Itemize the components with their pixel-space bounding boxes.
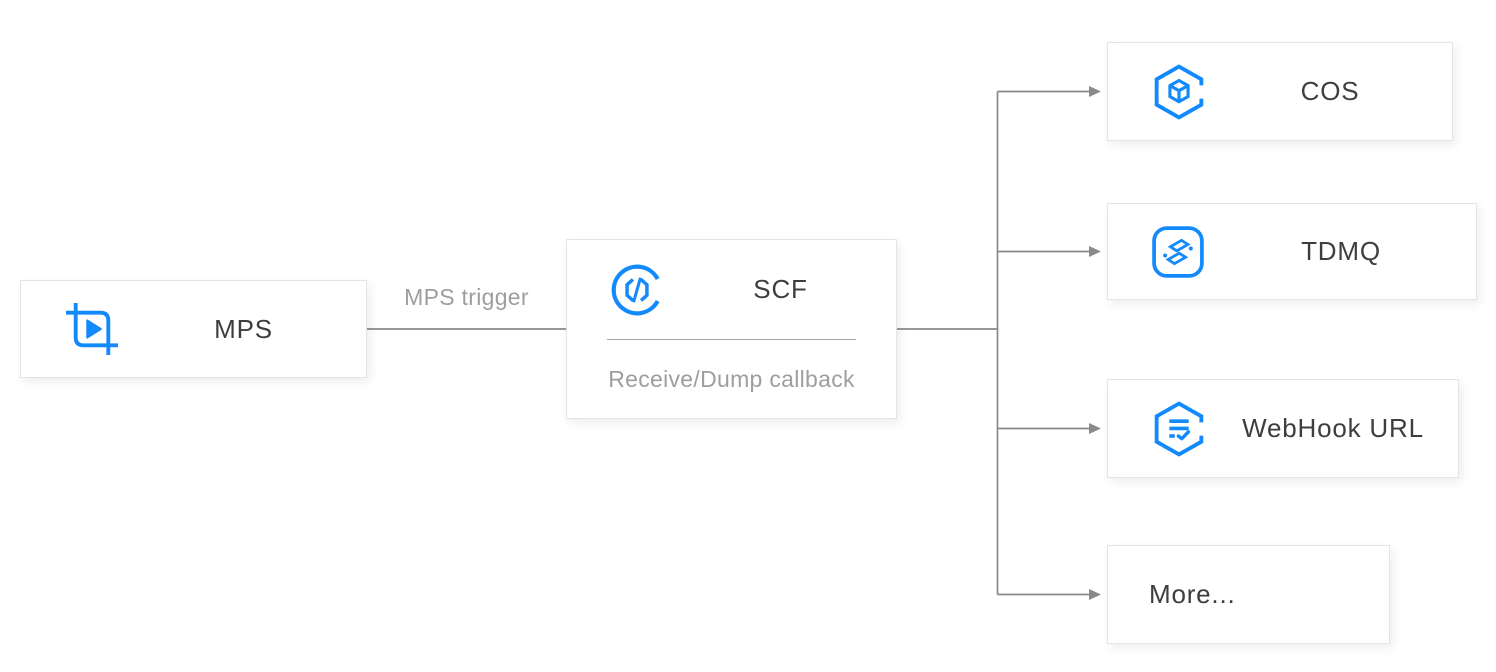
arrowhead-more [1089,589,1101,600]
node-mps: MPS [20,280,367,378]
node-scf-row: SCF [567,240,896,339]
node-more-label: More... [1149,579,1236,609]
node-scf: SCF Receive/Dump callback [566,239,897,419]
node-scf-sublabel: Receive/Dump callback [608,365,855,392]
node-webhook-row: WebHook URL [1108,399,1458,459]
arrowhead-tdmq [1089,246,1101,257]
node-more: More... [1107,545,1390,644]
node-scf-label: SCF [753,274,808,304]
node-tdmq-row: TDMQ [1108,223,1476,281]
mps-icon [63,299,121,359]
arrowhead-cos [1089,86,1101,97]
edge-label-mps-trigger: MPS trigger [404,284,529,310]
tdmq-icon [1150,223,1206,281]
node-webhook: WebHook URL [1107,379,1459,478]
node-mps-row: MPS [21,299,366,359]
webhook-icon [1150,399,1208,459]
node-webhook-label: WebHook URL [1242,413,1424,443]
node-more-row: More... [1108,579,1389,610]
node-tdmq-label: TDMQ [1301,236,1381,266]
node-cos-row: COS [1108,62,1452,122]
scf-icon [609,262,665,318]
cos-icon [1150,62,1208,122]
node-mps-label: MPS [214,313,273,344]
node-tdmq: TDMQ [1107,203,1477,300]
arrowhead-webhook [1089,423,1101,434]
node-cos: COS [1107,42,1453,141]
node-cos-label: COS [1300,76,1360,106]
scf-divider [607,339,856,340]
